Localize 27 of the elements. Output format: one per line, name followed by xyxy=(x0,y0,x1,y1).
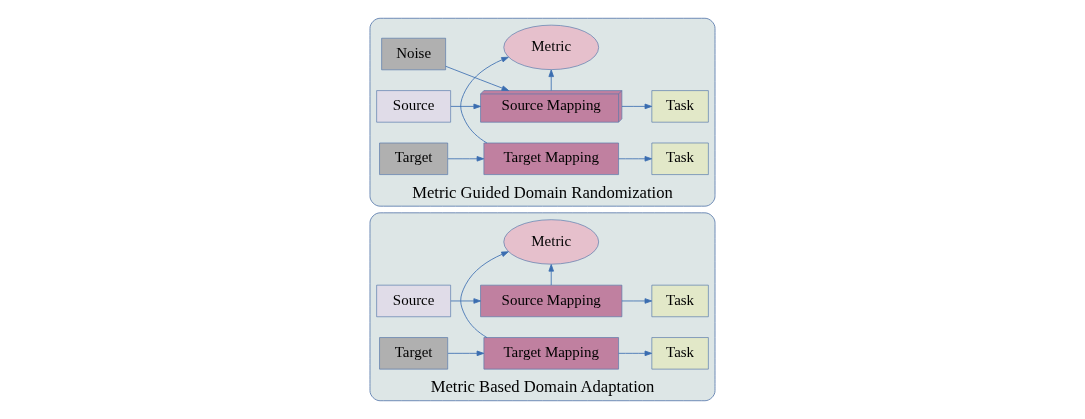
node-box: Source Mapping xyxy=(480,284,623,318)
arrow xyxy=(450,103,481,110)
node-box: Noise xyxy=(381,37,446,71)
arrow xyxy=(618,156,653,162)
node-box: Target Mapping xyxy=(483,337,619,370)
node-box: Task xyxy=(651,142,709,175)
arrow xyxy=(548,69,554,91)
node-box: Target xyxy=(379,337,449,370)
node-box: Target xyxy=(379,142,449,175)
node-box: Target Mapping xyxy=(483,142,619,175)
arrow xyxy=(445,65,510,91)
node-box: Task xyxy=(651,90,709,123)
arrow xyxy=(450,298,481,304)
arrow xyxy=(447,350,485,357)
arrow xyxy=(621,298,653,304)
node-box: Source xyxy=(376,284,451,318)
arrow xyxy=(548,264,554,286)
node-box: Source xyxy=(376,90,451,123)
arrow xyxy=(460,251,509,338)
arrow xyxy=(460,56,509,144)
node-box: Task xyxy=(651,284,709,318)
arrow xyxy=(447,156,485,162)
arrow xyxy=(621,103,653,110)
arrow xyxy=(618,350,653,357)
node-box: Task xyxy=(651,337,709,370)
node-ellipse: Metric xyxy=(503,219,599,265)
node-ellipse: Metric xyxy=(503,24,599,70)
